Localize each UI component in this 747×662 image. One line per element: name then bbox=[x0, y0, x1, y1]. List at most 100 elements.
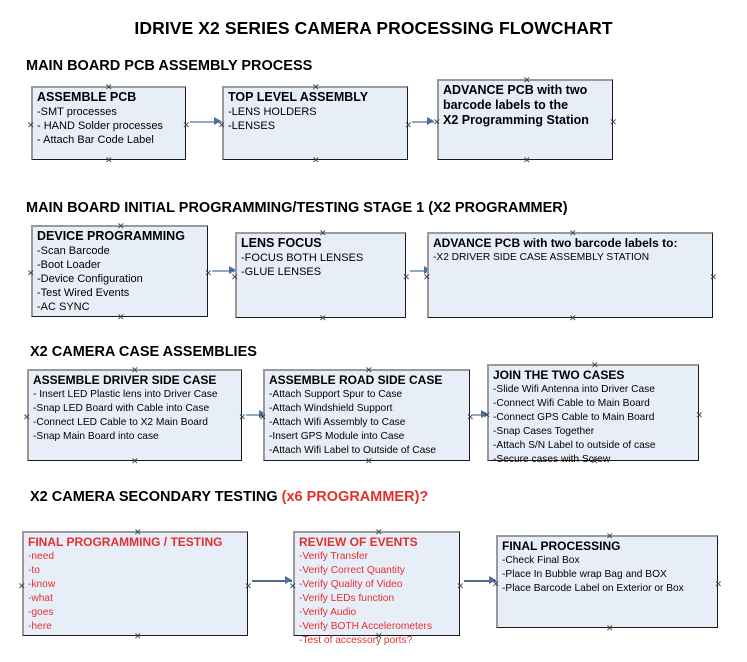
box-assemble-pcb[interactable]: ASSEMBLE PCB -SMT processes - HAND Solde… bbox=[27, 83, 190, 165]
arrow-4b bbox=[489, 576, 496, 584]
box-line: -here bbox=[28, 621, 52, 632]
box-line: -Check Final Box bbox=[502, 555, 580, 566]
arrow-3b bbox=[481, 410, 488, 418]
connector-1b bbox=[412, 121, 434, 123]
resize-handle-right[interactable]: ✕ bbox=[609, 117, 617, 127]
resize-handle-bottom[interactable]: ✕ bbox=[131, 456, 139, 466]
connector-3b bbox=[472, 414, 488, 416]
resize-handle-right[interactable]: ✕ bbox=[404, 120, 412, 130]
arrow-3a bbox=[259, 410, 266, 418]
resize-handle-right[interactable]: ✕ bbox=[402, 272, 410, 282]
resize-handle-bottom[interactable]: ✕ bbox=[523, 155, 531, 165]
box-line: -Device Configuration bbox=[37, 273, 143, 285]
box-line: -Verify Correct Quantity bbox=[299, 565, 405, 576]
resize-handle-right[interactable]: ✕ bbox=[204, 268, 212, 278]
box-line: - HAND Solder processes bbox=[37, 120, 163, 132]
box-line: -goes bbox=[28, 607, 54, 618]
resize-handle-bottom[interactable]: ✕ bbox=[365, 456, 373, 466]
box-line: -AC SYNC bbox=[37, 301, 90, 313]
resize-handle-bottom[interactable]: ✕ bbox=[569, 313, 577, 323]
resize-handle-bottom[interactable]: ✕ bbox=[606, 623, 614, 633]
connector-1a bbox=[190, 121, 222, 123]
resize-handle-right[interactable]: ✕ bbox=[182, 120, 190, 130]
box-line: -Verify LEDs function bbox=[299, 593, 395, 604]
box-lens-focus[interactable]: LENS FOCUS -FOCUS BOTH LENSES -GLUE LENS… bbox=[231, 229, 410, 323]
box-line: barcode labels to the bbox=[443, 98, 569, 112]
box-line: -Attach Wifi Label to Outside of Case bbox=[269, 445, 437, 456]
box-line: -Connect Wifi Cable to Main Board bbox=[493, 398, 650, 409]
resize-handle-left[interactable]: ✕ bbox=[27, 268, 35, 278]
box-assemble-driver-side-case[interactable]: ASSEMBLE DRIVER SIDE CASE - Insert LED P… bbox=[23, 366, 246, 466]
box-line: -Verify Audio bbox=[299, 607, 357, 618]
box-assemble-road-side-case[interactable]: ASSEMBLE ROAD SIDE CASE -Attach Support … bbox=[259, 366, 474, 466]
box-line: - Attach Bar Code Label bbox=[37, 134, 154, 146]
box-line: -Test Wired Events bbox=[37, 287, 130, 299]
arrow-1a bbox=[214, 117, 221, 125]
box-title: JOIN THE TWO CASES bbox=[493, 368, 625, 382]
resize-handle-right[interactable]: ✕ bbox=[714, 579, 722, 589]
connector-3a bbox=[246, 414, 266, 416]
box-final-programming-testing[interactable]: FINAL PROGRAMMING / TESTING -need -to -k… bbox=[18, 528, 252, 641]
box-line: -Attach Wifi Assembly to Case bbox=[269, 417, 406, 428]
box-review-of-events[interactable]: REVIEW OF EVENTS -Verify Transfer -Verif… bbox=[289, 528, 464, 647]
box-line: -Snap Main Board into case bbox=[33, 431, 159, 442]
box-advance-pcb-driver-side[interactable]: ADVANCE PCB with two barcode labels to: … bbox=[423, 229, 717, 323]
box-line: -know bbox=[28, 579, 56, 590]
box-line: -Snap LED Board with Cable into Case bbox=[33, 403, 210, 414]
box-title: LENS FOCUS bbox=[241, 236, 322, 250]
resize-handle-left[interactable]: ✕ bbox=[27, 120, 35, 130]
section-heading-1: MAIN BOARD PCB ASSEMBLY PROCESS bbox=[26, 58, 312, 74]
box-final-processing[interactable]: FINAL PROCESSING -Check Final Box -Place… bbox=[492, 532, 722, 633]
resize-handle-left[interactable]: ✕ bbox=[231, 272, 239, 282]
resize-handle-left[interactable]: ✕ bbox=[18, 581, 26, 591]
box-title: FINAL PROCESSING bbox=[502, 539, 621, 553]
box-line: -Verify BOTH Accelerometers bbox=[299, 621, 433, 632]
box-line-overflow: -Test of accessory ports? bbox=[299, 635, 413, 646]
resize-handle-bottom[interactable]: ✕ bbox=[312, 155, 320, 165]
section-heading-4-red-text: (x6 PROGRAMMER)? bbox=[281, 489, 429, 505]
connector-4b bbox=[464, 580, 496, 582]
box-line: X2 Programming Station bbox=[443, 113, 589, 127]
box-line: -FOCUS BOTH LENSES bbox=[241, 252, 364, 264]
resize-handle-right[interactable]: ✕ bbox=[456, 581, 464, 591]
box-top-level-assembly[interactable]: TOP LEVEL ASSEMBLY -LENS HOLDERS -LENSES… bbox=[218, 83, 412, 165]
resize-handle-left[interactable]: ✕ bbox=[423, 272, 431, 282]
resize-handle-left[interactable]: ✕ bbox=[433, 117, 441, 127]
page-title: IDRIVE X2 SERIES CAMERA PROCESSING FLOWC… bbox=[134, 18, 613, 38]
box-title: FINAL PROGRAMMING / TESTING bbox=[28, 535, 223, 549]
box-line: -Attach Windshield Support bbox=[269, 403, 393, 414]
box-line: -what bbox=[28, 593, 53, 604]
resize-handle-bottom[interactable]: ✕ bbox=[117, 312, 125, 322]
resize-handle-right[interactable]: ✕ bbox=[244, 581, 252, 591]
box-line: -LENSES bbox=[228, 120, 276, 132]
resize-handle-bottom[interactable]: ✕ bbox=[105, 155, 113, 165]
resize-handle-right[interactable]: ✕ bbox=[238, 412, 246, 422]
box-line: -Place Barcode Label on Exterior or Box bbox=[502, 583, 684, 594]
section-heading-2: MAIN BOARD INITIAL PROGRAMMING/TESTING S… bbox=[26, 200, 568, 216]
box-title: ADVANCE PCB with two bbox=[443, 83, 588, 97]
section-heading-4: X2 CAMERA SECONDARY TESTING (x6 PROGRAMM… bbox=[30, 489, 428, 505]
section-heading-2-text: MAIN BOARD INITIAL PROGRAMMING/TESTING S… bbox=[26, 200, 568, 216]
box-join-the-two-cases[interactable]: JOIN THE TWO CASES -Slide Wifi Antenna i… bbox=[483, 361, 703, 466]
box-line: -Scan Barcode bbox=[37, 245, 110, 257]
box-line: -Slide Wifi Antenna into Driver Case bbox=[493, 384, 655, 395]
box-line: -Attach Support Spur to Case bbox=[269, 389, 403, 400]
box-line: - Insert LED Plastic lens into Driver Ca… bbox=[33, 389, 218, 400]
resize-handle-right[interactable]: ✕ bbox=[709, 272, 717, 282]
box-title: ADVANCE PCB with two barcode labels to: bbox=[433, 236, 678, 250]
resize-handle-bottom[interactable]: ✕ bbox=[319, 313, 327, 323]
arrow-1b bbox=[427, 117, 434, 125]
arrow-4a bbox=[285, 576, 292, 584]
box-title: DEVICE PROGRAMMING bbox=[37, 229, 185, 243]
box-line: -Snap Cases Together bbox=[493, 426, 595, 437]
resize-handle-right[interactable]: ✕ bbox=[695, 410, 703, 420]
resize-handle-left[interactable]: ✕ bbox=[23, 412, 31, 422]
box-advance-pcb-programming-station[interactable]: ADVANCE PCB with two barcode labels to t… bbox=[433, 76, 617, 165]
box-line: -X2 DRIVER SIDE CASE ASSEMBLY STATION bbox=[433, 252, 650, 263]
box-device-programming[interactable]: DEVICE PROGRAMMING -Scan Barcode -Boot L… bbox=[27, 222, 212, 322]
box-line: -LENS HOLDERS bbox=[228, 106, 317, 118]
box-line: -GLUE LENSES bbox=[241, 266, 322, 278]
box-line: -Connect LED Cable to X2 Main Board bbox=[33, 417, 208, 428]
box-line: -Attach S/N Label to outside of case bbox=[493, 440, 656, 451]
